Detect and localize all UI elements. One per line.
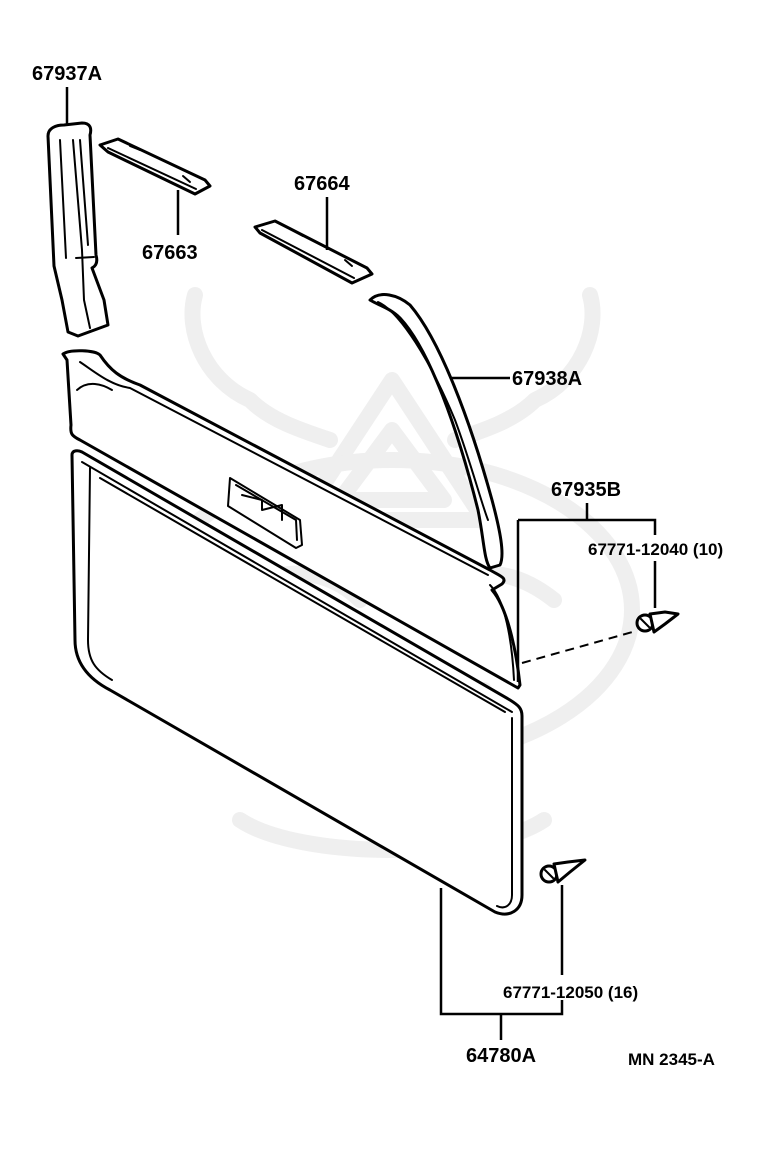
clip-67771-12040[interactable] xyxy=(635,610,680,634)
label-67937A: 67937A xyxy=(32,63,102,85)
part-67937A-pillar-trim[interactable] xyxy=(46,121,110,338)
label-67663: 67663 xyxy=(142,242,198,264)
catalog-code: MN 2345-A xyxy=(628,1050,715,1069)
part-67664-strip[interactable] xyxy=(253,219,374,285)
part-67935B-upper-panel[interactable] xyxy=(61,349,522,690)
part-67938A-curved-trim[interactable] xyxy=(368,293,504,570)
leader-lines xyxy=(65,87,657,1040)
part-64780A-lower-panel[interactable] xyxy=(70,449,524,916)
clip-67771-12050[interactable] xyxy=(539,858,587,884)
label-64780A: 64780A xyxy=(466,1045,536,1067)
label-67771-12050: 67771-12050 (16) xyxy=(503,983,638,1002)
part-67663-strip[interactable] xyxy=(98,137,212,196)
label-67664: 67664 xyxy=(294,173,350,195)
label-67771-12040: 67771-12040 (10) xyxy=(588,540,723,559)
label-67938A: 67938A xyxy=(512,368,582,390)
label-67935B: 67935B xyxy=(551,479,621,501)
